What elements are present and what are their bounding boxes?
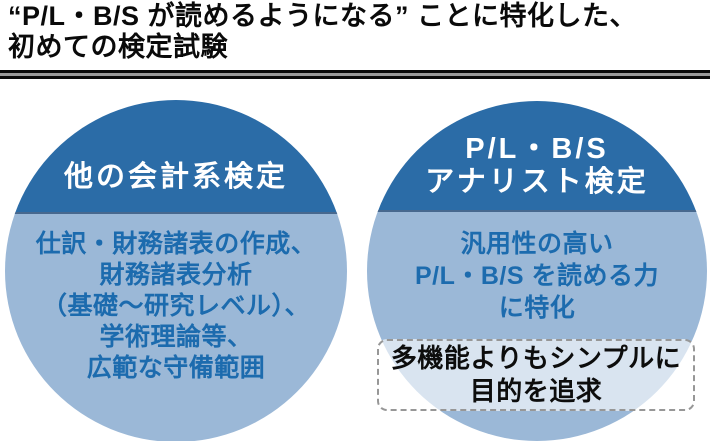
right-circle-header-line1: P/L・B/S: [465, 133, 609, 165]
right-circle-body-line: P/L・B/S を読める力: [414, 262, 659, 290]
page-title: “P/L・B/S が読めるようになる” ことに特化した、 初めての検定試験: [8, 1, 637, 63]
left-circle-body-line: 仕訳・財務諸表の作成、: [35, 230, 317, 258]
callout-line: 目的を追求: [469, 376, 603, 406]
right-circle-body-line: に特化: [498, 294, 576, 322]
left-circle-body-line: 学術理論等、: [99, 323, 253, 351]
left-circle-other-certifications: 他の会計系検定 仕訳・財務諸表の作成、 財務諸表分析 （基礎〜研究レベル）、 学…: [5, 100, 347, 441]
left-circle-body-line: 財務諸表分析: [99, 261, 253, 289]
page-title-line1: “P/L・B/S が読めるようになる” ことに特化した、: [8, 1, 638, 31]
left-circle-body-line: 広範な守備範囲: [86, 354, 266, 382]
left-circle-body-section: 仕訳・財務諸表の作成、 財務諸表分析 （基礎〜研究レベル）、 学術理論等、 広範…: [5, 214, 347, 441]
left-circle-body-line: （基礎〜研究レベル）、: [41, 292, 310, 320]
right-circle-body-line: 汎用性の高い: [460, 230, 614, 258]
left-circle-header: 他の会計系検定: [63, 161, 288, 193]
callout-box-simple-purpose: 多機能よりもシンプルに 目的を追求: [377, 339, 695, 411]
callout-line: 多機能よりもシンプルに: [390, 343, 682, 373]
page-title-line2: 初めての検定試験: [8, 32, 228, 62]
left-circle-header-section: 他の会計系検定: [5, 100, 347, 214]
right-circle-header-section: P/L・B/S アナリスト検定: [367, 101, 707, 212]
right-circle-header-line2: アナリスト検定: [425, 166, 649, 198]
title-divider: [0, 70, 710, 79]
